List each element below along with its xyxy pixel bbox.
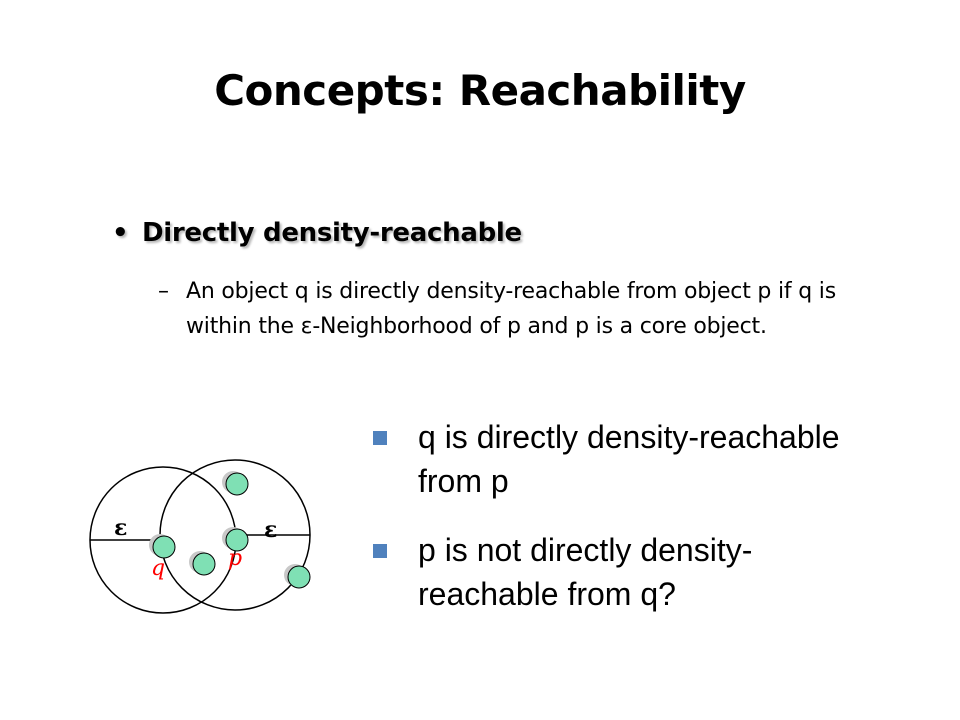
bullet-heading: Directly density-reachable [142, 218, 522, 248]
right-bullet-2: p is not directly density-reachable from… [373, 528, 893, 616]
sub-bullet-definition: – An object q is directly density-reacha… [158, 274, 878, 344]
label-q: q [151, 556, 165, 581]
point-right [284, 564, 311, 589]
point-q [149, 534, 176, 559]
bullet-marker: • [112, 218, 129, 248]
right-bullet-2-text: p is not directly density-reachable from… [418, 532, 753, 612]
point-p [222, 527, 249, 552]
slide-title: Concepts: Reachability [214, 66, 746, 115]
point-mid [189, 551, 216, 576]
epsilon-label-left: ε [114, 515, 127, 541]
bullet-directly-density-reachable: • Directly density-reachable [112, 218, 522, 248]
sub-bullet-marker: – [158, 279, 169, 304]
sub-bullet-text: An object q is directly density-reachabl… [186, 279, 836, 339]
right-bullet-1: q is directly density-reachable from p [373, 415, 893, 503]
point-top [222, 471, 249, 496]
right-bullet-1-text: q is directly density-reachable from p [418, 419, 840, 499]
square-bullet-icon [373, 544, 387, 558]
square-bullet-icon [373, 431, 387, 445]
label-p: p [228, 546, 242, 571]
epsilon-neighborhood-diagram: ε ε q p [89, 459, 311, 614]
epsilon-label-right: ε [264, 517, 277, 543]
